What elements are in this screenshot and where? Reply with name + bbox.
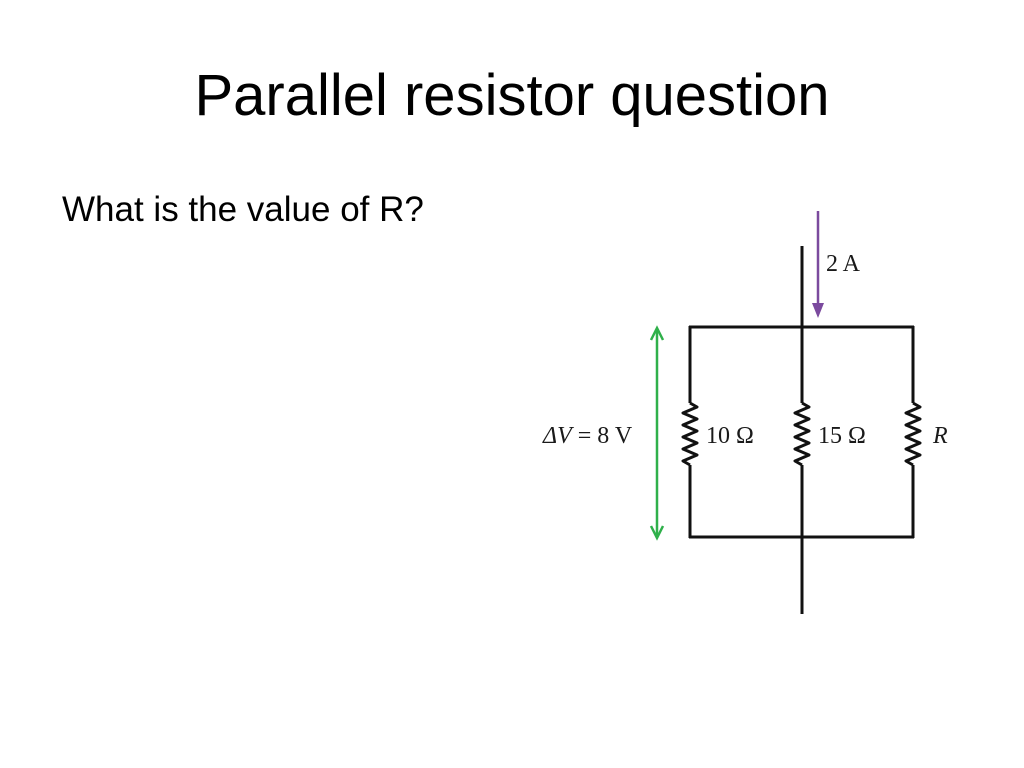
resistor-15-ohm-label: 15 Ω xyxy=(818,423,866,449)
resistor-10-ohm-label: 10 Ω xyxy=(706,423,754,449)
voltage-arrow-head-bottom xyxy=(649,525,665,541)
current-arrow-head xyxy=(812,303,824,318)
voltage-arrow-head-top xyxy=(649,325,665,341)
voltage-label-suffix: = 8 V xyxy=(572,423,633,449)
current-label: 2 A xyxy=(826,251,861,277)
resistor-r-label: R xyxy=(932,423,948,449)
resistor-10-ohm-symbol xyxy=(681,401,699,467)
voltage-label: ΔV = 8 V xyxy=(542,423,633,449)
resistor-15-ohm-symbol xyxy=(793,401,811,467)
voltage-label-prefix: ΔV xyxy=(542,423,574,449)
question-text: What is the value of R? xyxy=(62,190,424,229)
slide-title: Parallel resistor question xyxy=(194,63,830,128)
resistor-r-symbol xyxy=(904,401,922,467)
